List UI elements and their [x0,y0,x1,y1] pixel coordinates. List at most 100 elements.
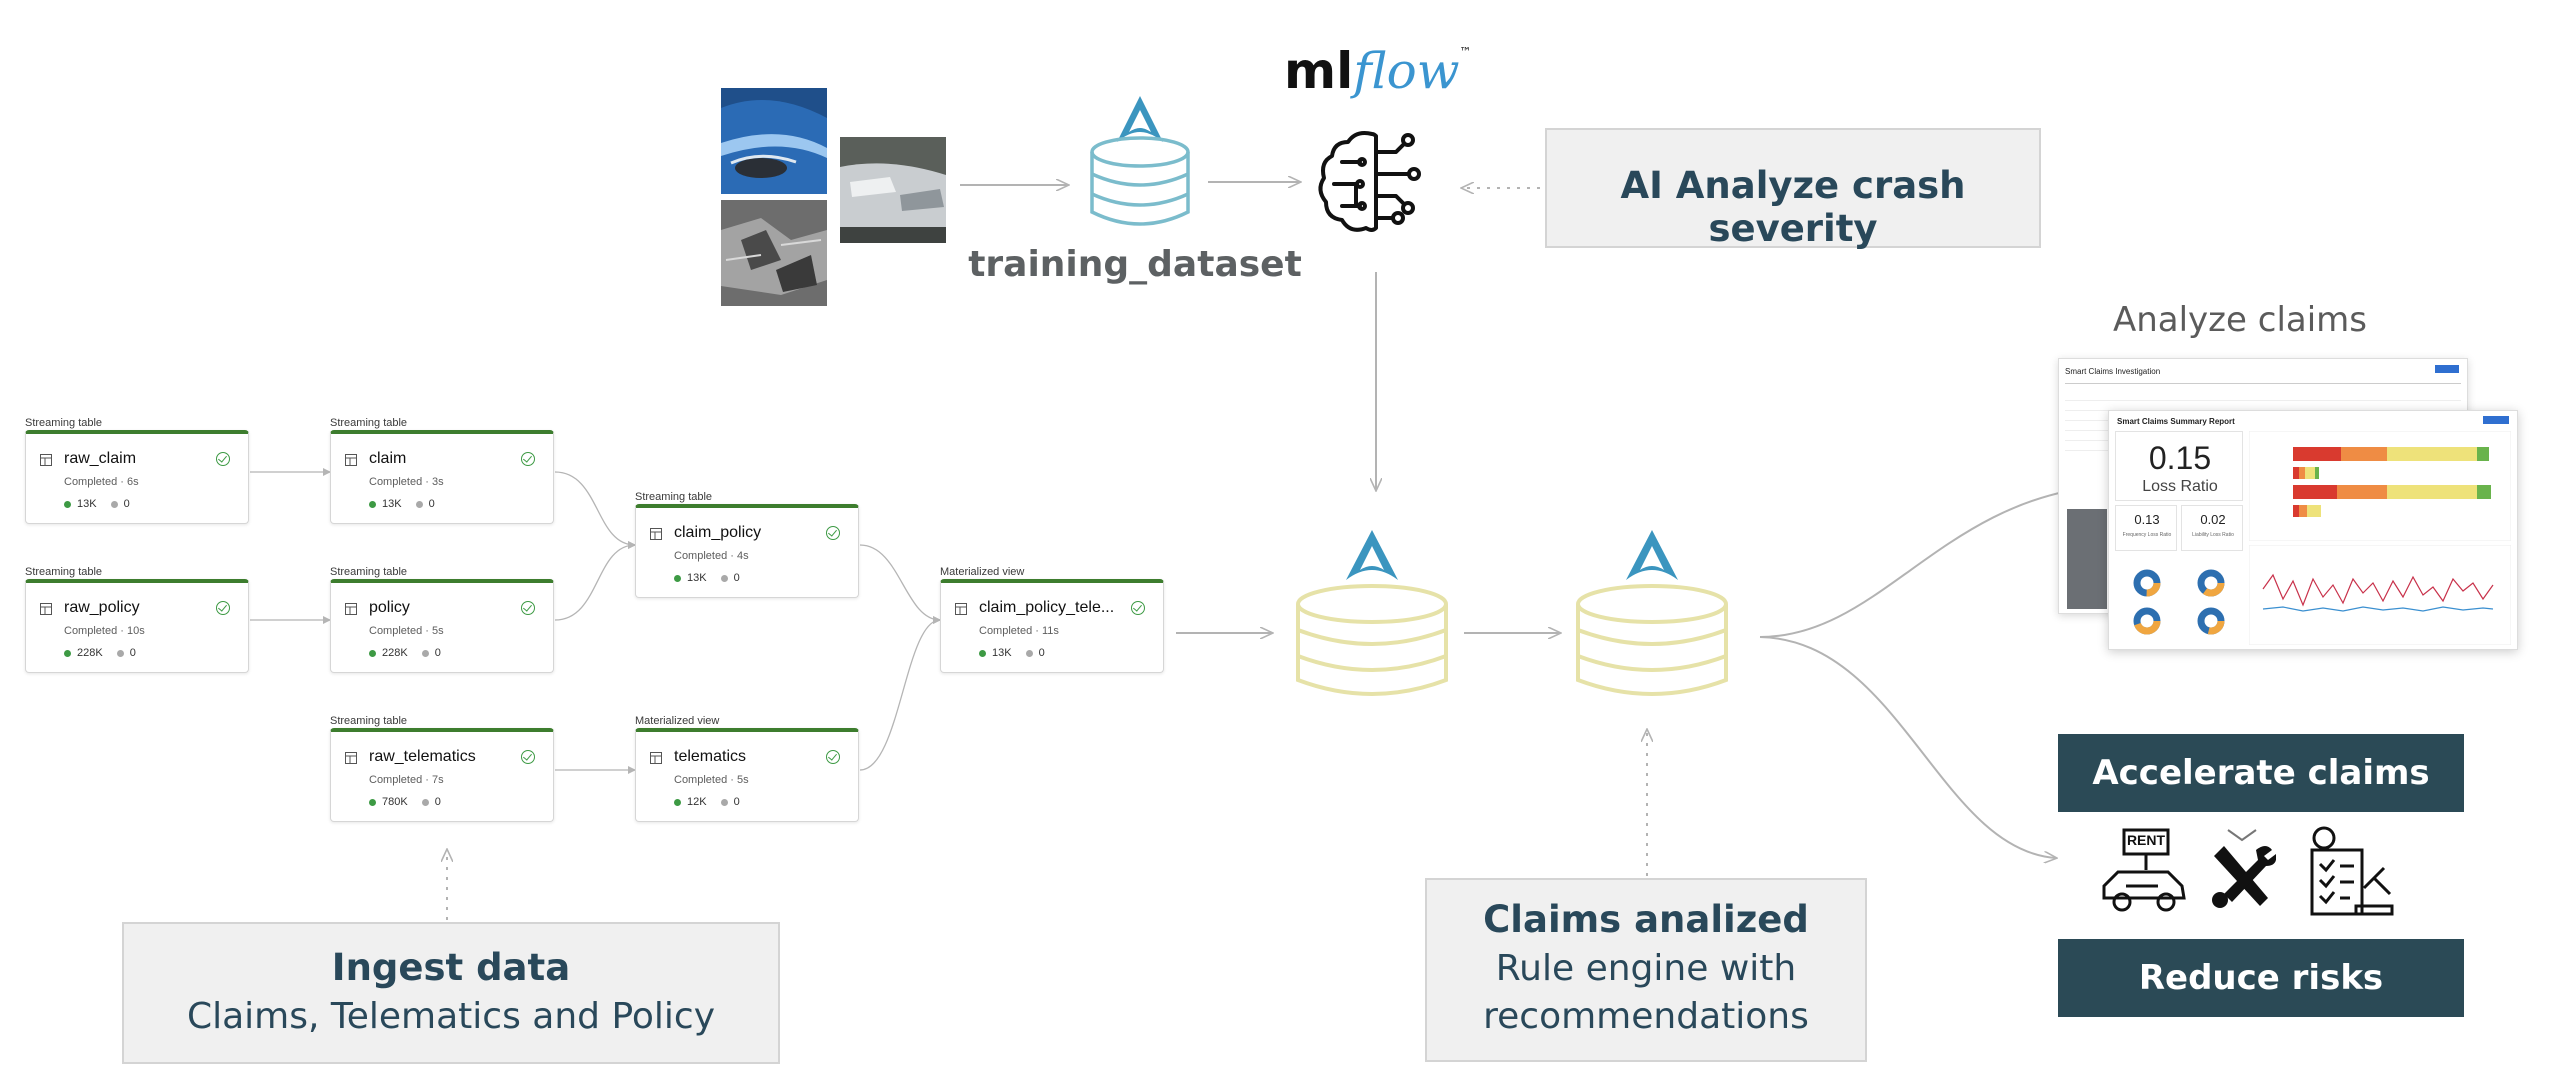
success-dot-icon [369,649,376,657]
node-type-label: Streaming table [330,566,408,578]
mlflow-logo-prefix: ml [1284,42,1354,100]
dropped-dot-icon [421,649,429,657]
node-dropped: 0 [1038,647,1045,659]
success-dot-icon [979,649,986,657]
mlflow-logo-tm: ™ [1459,45,1472,59]
node-dropped: 0 [129,647,136,659]
check-circle-icon [216,452,230,466]
success-dot-icon [369,798,376,806]
analyze-claims-title: Analyze claims [2112,300,2368,340]
success-dot-icon [674,798,681,806]
check-circle-icon [521,601,535,615]
pipeline-node-raw-claim[interactable]: raw_claim Completed · 6s 13K 0 [25,430,249,524]
frequency-loss-value: 0.13 [2134,512,2160,527]
claims-analyzed-line2: recommendations [1483,996,1809,1037]
node-name: raw_policy [64,599,140,616]
node-name: claim_policy [674,524,762,541]
node-stats: 13K 0 [64,498,130,510]
table-icon [40,454,52,466]
node-rows: 12K [687,796,707,808]
claims-analyzed-callout: Claims analized Rule engine with recomme… [1425,878,1867,1062]
pipeline-node-claim-policy[interactable]: claim_policy Completed · 4s 13K 0 [635,504,859,598]
liability-loss-card: 0.02 Liability Loss Ratio [2181,505,2243,551]
node-name: claim_policy_tele... [979,599,1115,616]
check-circle-icon [521,452,535,466]
dropped-dot-icon [110,500,118,508]
liability-loss-value: 0.02 [2200,512,2226,527]
node-dropped: 0 [434,796,441,808]
node-dropped: 0 [733,572,740,584]
summary-report-dashboard: Smart Claims Summary Report 0.15 Loss Ra… [2108,410,2518,650]
check-circle-icon [1131,601,1145,615]
dropped-dot-icon [720,798,728,806]
table-icon [650,528,662,540]
ingest-subtitle: Claims, Telematics and Policy [186,996,716,1037]
silver-delta-table-icon [1296,530,1448,696]
node-status: Completed · 7s [369,774,444,786]
pipeline-node-policy[interactable]: policy Completed · 5s 228K 0 [330,579,554,673]
node-stats: 13K 0 [979,647,1045,659]
node-dropped: 0 [733,796,740,808]
loss-ratio-card: 0.15 Loss Ratio [2115,431,2243,501]
dropped-dot-icon [415,500,423,508]
node-status: Completed · 6s [64,476,139,488]
pipeline-node-telematics[interactable]: telematics Completed · 5s 12K 0 [635,728,859,822]
table-icon [345,603,357,615]
claims-analyzed-line1: Rule engine with [1495,948,1797,989]
loss-ratio-value: 0.15 [2148,440,2212,476]
node-stats: 228K 0 [64,647,136,659]
pipeline-node-claim-policy-telematics[interactable]: claim_policy_tele... Completed · 11s 13K… [940,579,1164,673]
table-icon [345,752,357,764]
node-dropped: 0 [428,498,435,510]
node-status: Completed · 10s [64,625,145,637]
summary-report-title: Smart Claims Summary Report [2117,417,2235,426]
pipeline-node-raw-policy[interactable]: raw_policy Completed · 10s 228K 0 [25,579,249,673]
node-stats: 13K 0 [674,572,740,584]
node-status: Completed · 11s [979,625,1059,637]
gold-delta-table-icon [1576,530,1728,696]
damaged-car-photo [721,200,827,306]
node-type-label: Streaming table [25,566,103,578]
silver-car-photo [840,137,946,243]
claims-analyzed-title: Claims analized [1483,898,1809,941]
reduce-risks-banner: Reduce risks [2058,939,2464,1017]
node-stats: 780K 0 [369,796,441,808]
node-name: raw_telematics [369,748,476,765]
dropped-dot-icon [421,798,429,806]
pipeline-node-claim[interactable]: claim Completed · 3s 13K 0 [330,430,554,524]
rent-sign-text: RENT [2126,832,2166,848]
pipeline-node-raw-telematics[interactable]: raw_telematics Completed · 7s 780K 0 [330,728,554,822]
frequency-loss-label: Frequency Loss Ratio [2122,532,2172,538]
node-rows: 780K [382,796,408,808]
table-icon [40,603,52,615]
node-status: Completed · 5s [369,625,444,637]
severity-bar-chart [2249,431,2511,541]
run-button[interactable] [2435,365,2459,373]
success-dot-icon [674,574,681,582]
mlflow-logo: mlflow™ [1284,46,1472,96]
node-name: policy [369,599,410,616]
loss-ratio-label: Loss Ratio [2142,478,2218,495]
node-status: Completed · 3s [369,476,444,488]
node-name: raw_claim [64,450,137,467]
investigation-title: Smart Claims Investigation [2065,367,2161,376]
ai-brain-icon [1318,131,1421,232]
table-icon [650,752,662,764]
blue-car-photo [721,88,827,194]
node-stats: 13K 0 [369,498,435,510]
ingest-data-callout: Ingest data Claims, Telematics and Polic… [122,922,780,1064]
publish-button[interactable] [2483,416,2509,424]
insurance-policy-icon [2310,826,2394,916]
investigation-image [2067,509,2107,609]
node-status: Completed · 4s [674,550,749,562]
node-rows: 13K [382,498,402,510]
node-type-label: Streaming table [635,491,713,503]
check-circle-icon [826,750,840,764]
node-name: claim [369,450,407,467]
training-dataset-icon [1090,96,1190,226]
node-stats: 228K 0 [369,647,441,659]
check-circle-icon [216,601,230,615]
success-dot-icon [64,500,71,508]
dropped-dot-icon [1025,649,1033,657]
